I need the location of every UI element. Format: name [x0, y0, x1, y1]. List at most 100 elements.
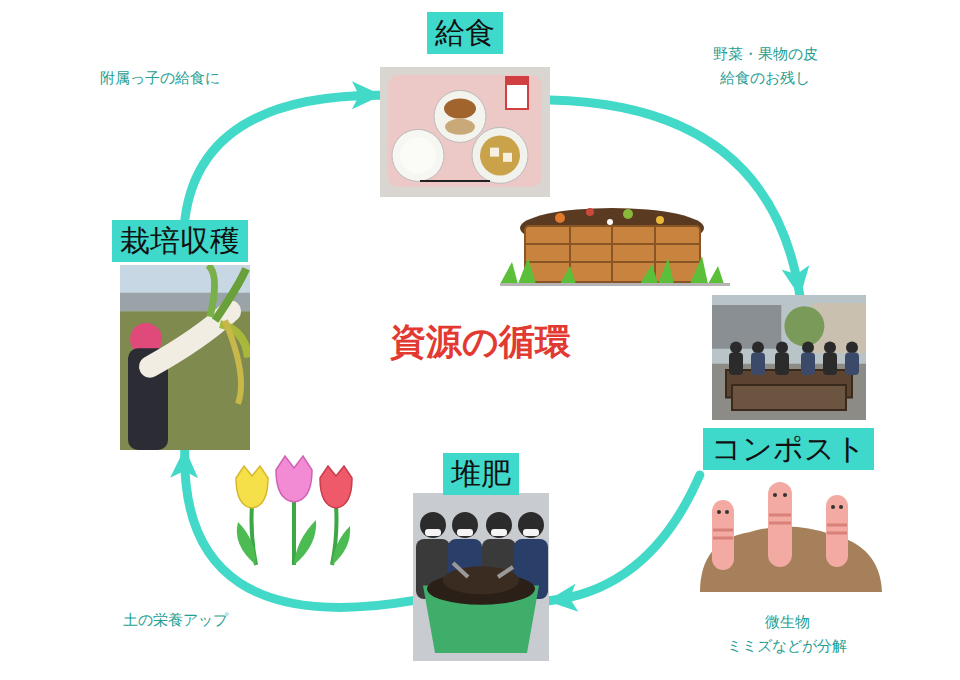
- tulip-illustration-part: [320, 466, 352, 508]
- photo-illustration-part: [443, 566, 519, 594]
- photo-illustration-part: [445, 119, 475, 135]
- cycle-arrow: [549, 475, 700, 601]
- photo-illustration-part: [453, 563, 468, 577]
- process-box: 栽培収穫: [100, 220, 260, 450]
- photo-illustration: [380, 67, 550, 197]
- compost-bin-part: [611, 226, 613, 282]
- photo-illustration-part: [208, 265, 215, 317]
- node-label: 栽培収穫: [112, 220, 248, 262]
- photo-illustration: [413, 493, 549, 661]
- worm-illustration-part-part: [717, 510, 721, 514]
- tulip-illustration-part: [237, 522, 256, 565]
- process-box: 堆肥: [413, 453, 549, 661]
- photo-illustration-part: [503, 153, 512, 162]
- photo-illustration-part: [120, 311, 250, 450]
- edge-label: 附属っ子の給食に: [70, 66, 250, 90]
- photo-illustration-part: [506, 77, 528, 85]
- photo-illustration-part: [823, 353, 837, 376]
- worm-illustration-part-part: [713, 537, 733, 540]
- photo-illustration-part: [802, 342, 814, 354]
- photo-illustration: [712, 295, 866, 420]
- worm-illustration-part-part: [826, 495, 848, 567]
- photo-illustration-part: [480, 135, 520, 175]
- worm-illustration-part-part: [831, 505, 835, 509]
- photo-illustration-part: [400, 137, 436, 173]
- photo-illustration-part: [491, 529, 507, 536]
- diagram-title: 資源の循環: [390, 318, 571, 367]
- process-box: 給食: [380, 12, 550, 197]
- compost-bin-part: [656, 216, 664, 224]
- photo-illustration-part: [712, 295, 866, 420]
- photo-illustration-part: [730, 342, 742, 354]
- node-label: 堆肥: [443, 453, 519, 495]
- tulip-illustration-part: [292, 498, 296, 565]
- photo-illustration-part: [490, 148, 499, 157]
- photo-illustration-part: [729, 353, 743, 376]
- compost-bin-part: [500, 258, 536, 284]
- worm-illustration-part-part: [773, 493, 777, 497]
- photo-illustration-part: [752, 342, 764, 354]
- tulip-illustration-part: [332, 526, 350, 565]
- compost-bin-part: [640, 258, 674, 284]
- process-box: コンポスト: [690, 295, 886, 475]
- photo-illustration-part: [380, 67, 550, 197]
- edge-label: 土の栄養アップ: [100, 608, 250, 632]
- worm-illustration-part: [826, 495, 848, 567]
- photo-illustration-part: [498, 567, 513, 577]
- photo-illustration-part: [457, 529, 473, 536]
- worm-illustration-part-part: [839, 505, 843, 509]
- cycle-arrow: [185, 95, 380, 220]
- compost-bin-part: [555, 213, 565, 223]
- worm-illustration-part-part: [769, 522, 791, 525]
- cycle-arrow: [550, 100, 800, 295]
- photo-illustration-part: [392, 129, 444, 181]
- photo-illustration-part: [225, 321, 241, 404]
- photo-illustration-part: [486, 512, 512, 538]
- photo-illustration-part: [846, 342, 858, 354]
- photo-illustration-part: [801, 353, 815, 376]
- worm-illustration-part-part: [768, 482, 792, 567]
- worm-illustration-part-part: [712, 500, 734, 570]
- photo-illustration-part: [425, 529, 441, 536]
- tulip-illustration: [236, 456, 352, 565]
- edge-label: 微生物 ミミズなどが分解: [712, 610, 862, 658]
- photo-illustration-part: [444, 99, 476, 119]
- worm-illustration: [700, 482, 882, 592]
- photo-illustration-part: [712, 305, 781, 349]
- photo-illustration-part: [751, 353, 765, 376]
- node-label: 給食: [427, 12, 503, 54]
- tulip-illustration-part: [236, 466, 268, 508]
- compost-bin: [500, 208, 730, 286]
- worm-illustration-part-part: [713, 529, 733, 532]
- tulip-illustration-part: [294, 520, 316, 565]
- compost-bin-part: [586, 208, 594, 216]
- photo-illustration-part: [420, 512, 446, 538]
- photo-illustration-part: [784, 306, 824, 346]
- worm-illustration-part-part: [827, 532, 847, 535]
- edge-label: 野菜・果物の皮 給食のお残し: [690, 42, 840, 90]
- compost-bin-part: [560, 266, 576, 284]
- worm-illustration-part-part: [827, 524, 847, 527]
- photo-illustration-part: [518, 512, 544, 538]
- compost-bin-part: [623, 209, 633, 219]
- worm-illustration-part-part: [783, 493, 787, 497]
- photo-illustration-part: [506, 77, 528, 109]
- photo-illustration-part: [523, 529, 539, 536]
- compost-bin-part: [500, 283, 730, 286]
- worm-illustration-part: [712, 500, 734, 570]
- worm-illustration-part: [768, 482, 792, 567]
- photo-illustration: [120, 265, 250, 450]
- cycle-arrow: [185, 450, 413, 607]
- photo-illustration-part: [215, 269, 246, 321]
- photo-illustration-part: [388, 75, 542, 187]
- tulip-illustration-part: [276, 456, 312, 502]
- photo-illustration-part: [732, 385, 846, 410]
- photo-illustration-part: [472, 127, 528, 183]
- photo-illustration-part: [775, 353, 789, 376]
- photo-illustration-part: [413, 493, 549, 661]
- node-label: コンポスト: [703, 428, 874, 470]
- compost-bin-part: [525, 226, 700, 282]
- compost-bin-part: [690, 256, 724, 284]
- worm-illustration-part-part: [769, 514, 791, 517]
